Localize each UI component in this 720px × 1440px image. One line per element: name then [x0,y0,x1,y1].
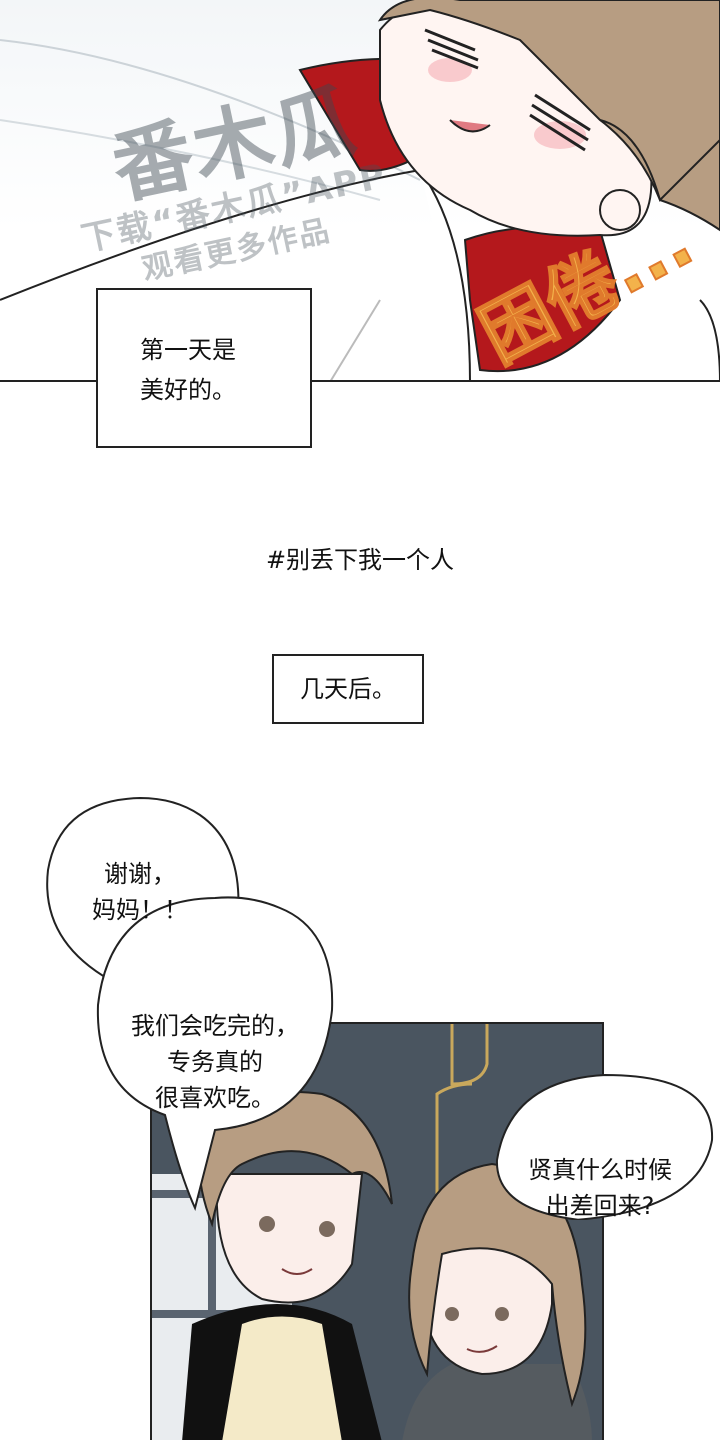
two-characters-art [152,1024,592,1440]
panel-border [0,380,720,382]
narration-line: 第一天是 [140,336,236,364]
dialogue-line: 很喜欢吃。 [155,1084,275,1112]
sleeping-character-art [0,0,720,382]
bottom-comic-panel [150,1022,604,1440]
dialogue-question: 贤真什么时候 出差回来? [500,1152,700,1224]
dialogue-line: 谢谢， [104,860,176,888]
speech-bubbles-layer [46,796,714,1220]
narration-box-first-day: 第一天是 美好的。 [96,288,312,448]
dialogue-line: 专务真的 [167,1048,263,1076]
dialogue-line: 出差回来? [545,1192,655,1220]
dialogue-line: 我们会吃完的， [131,1012,299,1040]
narration-box-time-skip: 几天后。 [272,654,424,724]
dialogue-line: 贤真什么时候 [528,1156,672,1184]
dialogue-finish: 我们会吃完的， 专务真的 很喜欢吃。 [110,1008,320,1116]
speech-bubble-finish [96,896,334,1211]
speech-bubble-question [495,1073,714,1220]
dialogue-thanks: 谢谢， 妈妈！！ [70,856,210,928]
narration-line: 美好的。 [140,376,236,404]
dialogue-line: 妈妈！！ [92,896,188,924]
chapter-hashtag: #别丢下我一个人 [265,546,455,574]
